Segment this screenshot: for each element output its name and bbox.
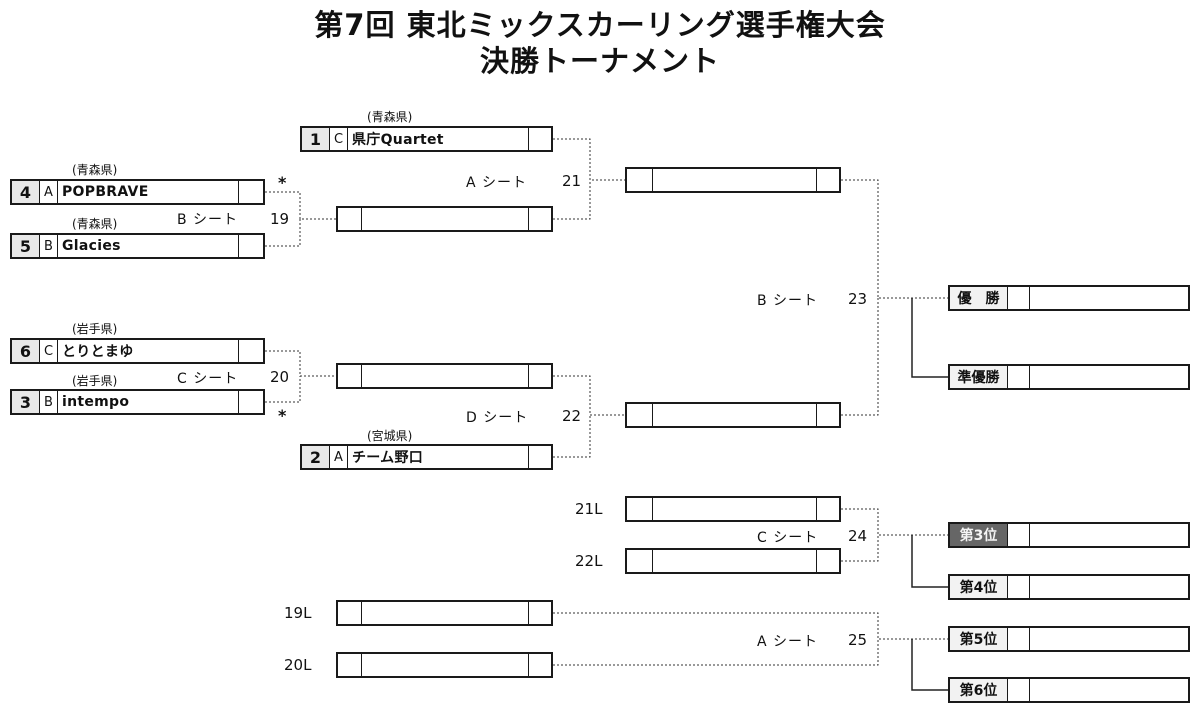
team-3-sheet: B <box>40 391 58 413</box>
team-6-box: 6 C とりとまゆ <box>10 338 265 364</box>
team-2-prefecture: (宮城県) <box>367 429 413 443</box>
bracket-line-22 <box>553 375 625 416</box>
team-3-name: intempo <box>58 391 239 413</box>
team-2-name: チーム野口 <box>348 446 529 468</box>
bracket-line-20b <box>265 376 301 403</box>
game-19-number: 19 <box>270 210 290 228</box>
bracket-line-23 <box>841 179 948 299</box>
team-4-name: POPBRAVE <box>58 181 239 203</box>
game-20-sheet: C シート <box>177 371 239 387</box>
team-5-name: Glacies <box>58 235 239 257</box>
game-24-number: 24 <box>848 527 868 545</box>
result-runner-up: 準優勝 <box>948 364 1190 390</box>
team-1-prefecture: (青森県) <box>367 110 413 124</box>
bracket-line-23b <box>841 298 879 416</box>
winner-slot-21 <box>625 167 841 193</box>
result-sixth-label: 第6位 <box>950 679 1008 701</box>
team-2-seed: 2 <box>302 446 330 468</box>
team-4-prefecture: (青森県) <box>72 163 118 177</box>
team-6-sheet: C <box>40 340 58 362</box>
team-3-score <box>239 391 263 413</box>
team-3-seed: 3 <box>12 391 40 413</box>
split-line-5-6 <box>911 639 948 691</box>
result-third-label: 第3位 <box>950 524 1008 546</box>
team-3-box: 3 B intempo <box>10 389 265 415</box>
game-25-number: 25 <box>848 631 868 649</box>
page-title: 第7回 東北ミックスカーリング選手権大会 <box>314 8 886 42</box>
loser-slot-22 <box>625 548 841 574</box>
game-23-number: 23 <box>848 290 868 308</box>
result-runner-up-label: 準優勝 <box>950 366 1008 388</box>
bracket-line-20 <box>265 350 336 377</box>
mark-asterisk: * <box>278 173 287 192</box>
result-sixth: 第6位 <box>948 677 1190 703</box>
result-champion: 優 勝 <box>948 285 1190 311</box>
game-23-sheet: B シート <box>757 293 819 309</box>
game-25-sheet: A シート <box>757 634 819 650</box>
game-21-sheet: A シート <box>466 175 528 191</box>
loser-label-20: 20L <box>284 656 312 674</box>
team-5-score <box>239 235 263 257</box>
winner-slot-20 <box>336 363 553 389</box>
loser-slot-21 <box>625 496 841 522</box>
bracket-line-25 <box>553 612 948 640</box>
bracket-line-24b <box>841 535 879 562</box>
loser-label-21: 21L <box>575 500 603 518</box>
team-6-seed: 6 <box>12 340 40 362</box>
game-19-sheet: B シート <box>177 212 239 228</box>
team-5-prefecture: (青森県) <box>72 217 118 231</box>
team-6-name: とりとまゆ <box>58 340 239 362</box>
game-22-sheet: D シート <box>466 410 529 426</box>
bracket-line-24 <box>841 508 948 536</box>
team-5-sheet: B <box>40 235 58 257</box>
result-fourth: 第4位 <box>948 574 1190 600</box>
team-6-prefecture: (岩手県) <box>72 322 118 336</box>
team-6-score <box>239 340 263 362</box>
bracket-line-19 <box>265 191 336 220</box>
team-2-score <box>529 446 551 468</box>
bracket-line-22b <box>553 415 591 458</box>
team-4-seed: 4 <box>12 181 40 203</box>
result-third: 第3位 <box>948 522 1190 548</box>
game-24-sheet: C シート <box>757 530 819 546</box>
mark-asterisk: * <box>278 406 287 425</box>
team-1-score <box>529 128 551 150</box>
bracket-line-21 <box>553 138 625 181</box>
page-subtitle: 決勝トーナメント <box>479 44 720 78</box>
bracket-line-25b <box>553 639 879 666</box>
team-1-name: 県庁Quartet <box>348 128 529 150</box>
game-21-number: 21 <box>562 172 582 190</box>
result-fifth-label: 第5位 <box>950 628 1008 650</box>
winner-slot-22 <box>625 402 841 428</box>
loser-label-19: 19L <box>284 604 312 622</box>
loser-slot-20 <box>336 652 553 678</box>
winner-slot-19 <box>336 206 553 232</box>
team-1-sheet: C <box>330 128 348 150</box>
game-20-number: 20 <box>270 368 290 386</box>
result-fourth-label: 第4位 <box>950 576 1008 598</box>
team-5-box: 5 B Glacies <box>10 233 265 259</box>
team-1-seed: 1 <box>302 128 330 150</box>
game-22-number: 22 <box>562 407 582 425</box>
team-4-score <box>239 181 263 203</box>
team-2-box: 2 A チーム野口 <box>300 444 553 470</box>
bracket-line-19b <box>265 219 301 247</box>
split-line-1-2 <box>911 298 948 378</box>
bracket-line-21b <box>553 180 591 220</box>
team-4-box: 4 A POPBRAVE <box>10 179 265 205</box>
team-5-seed: 5 <box>12 235 40 257</box>
team-2-sheet: A <box>330 446 348 468</box>
split-line-3-4 <box>911 535 948 588</box>
team-3-prefecture: (岩手県) <box>72 374 118 388</box>
result-champion-label: 優 勝 <box>950 287 1008 309</box>
team-4-sheet: A <box>40 181 58 203</box>
result-fifth: 第5位 <box>948 626 1190 652</box>
team-1-box: 1 C 県庁Quartet <box>300 126 553 152</box>
loser-slot-19 <box>336 600 553 626</box>
loser-label-22: 22L <box>575 552 603 570</box>
